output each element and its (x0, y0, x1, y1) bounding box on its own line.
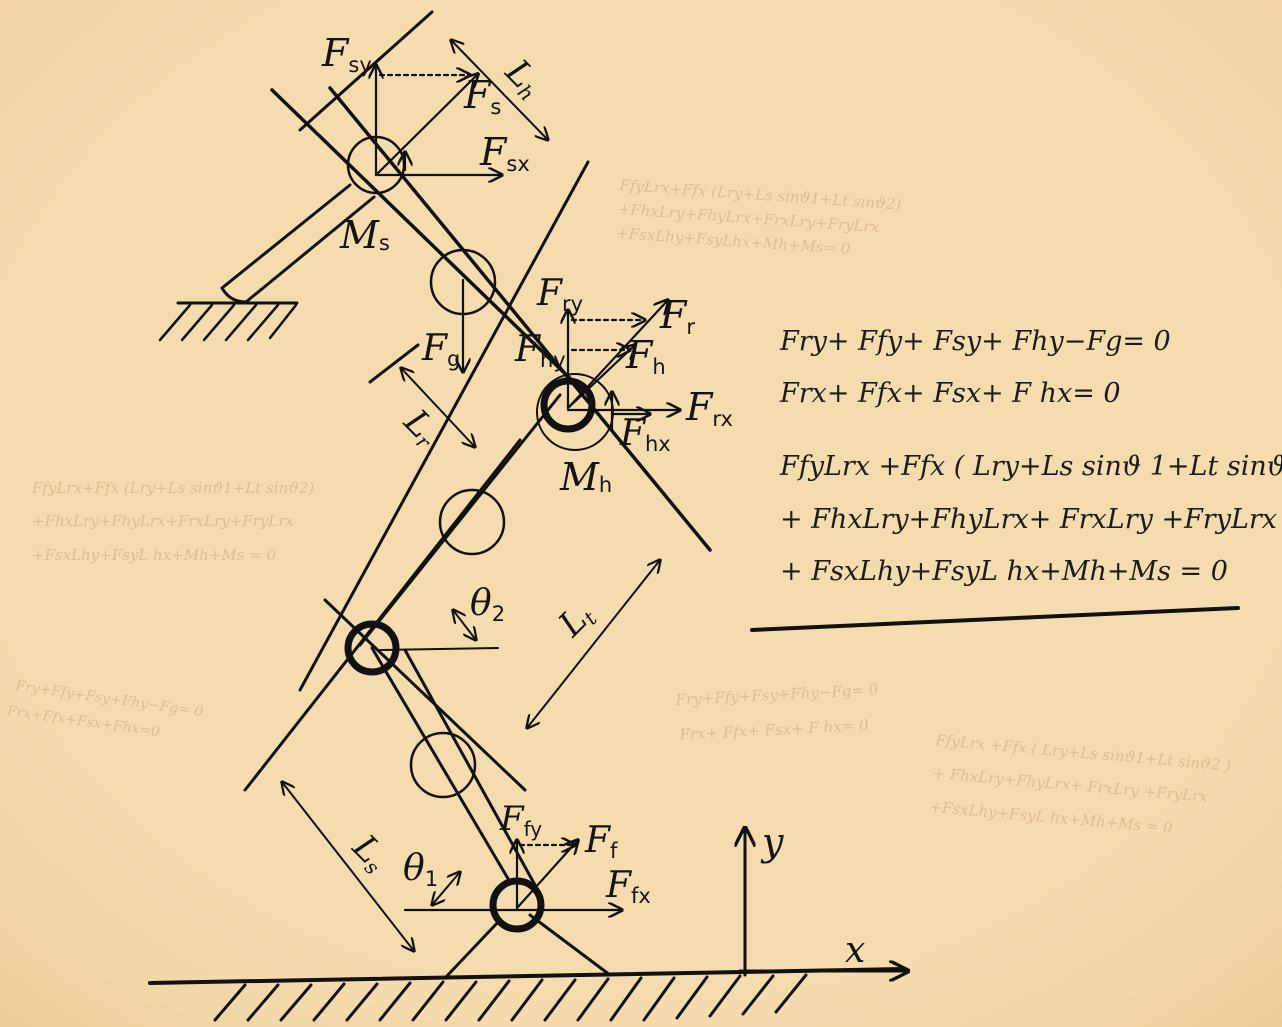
fhy-label: Fhy (514, 329, 566, 372)
fhx-label: Fhx (619, 413, 671, 456)
upper-cross-line (298, 10, 434, 132)
x-axis-label: x (845, 930, 865, 971)
coordinate-axes: y x (740, 820, 908, 975)
lr-dimension (401, 368, 475, 447)
support-hatching (158, 303, 298, 342)
moment-balance-line-1: FfyLrx +Ffx ( Lry+Ls sinϑ 1+Lt sinϑ 2 ) (779, 451, 1282, 482)
thigh-line-b (243, 438, 522, 792)
fsy-label: Fsy (321, 31, 372, 77)
moment-balance-line-2: + FhxLry+FhyLrx+ FrxLry +FryLrx (780, 504, 1277, 535)
fh-label: Fh (625, 333, 666, 379)
vertical-force-balance: Fry+ Ffy+ Fsy+ Fhy−Fg= 0 (779, 326, 1171, 357)
ms-label: Ms (339, 213, 390, 257)
frx-label: Frx (685, 385, 733, 431)
shank-line-a (370, 646, 512, 884)
shank-mass-circle (409, 731, 477, 799)
knee-joint (344, 620, 400, 676)
ffy-label: Ffy (499, 799, 542, 841)
theta2-reference-line (379, 647, 499, 651)
faint-note: +FhxLry+FhyLrx+FrxLry+FryLrx (32, 512, 294, 530)
upper-support (158, 183, 376, 342)
lh-dimension (451, 40, 548, 140)
support-arm (220, 183, 376, 304)
lower-cross-line (368, 343, 420, 384)
theta2-arrow (453, 610, 476, 640)
lt-dimension (527, 560, 660, 728)
fs-label: Fs (463, 73, 501, 119)
dimension-arrows (282, 40, 660, 951)
y-axis-label: y (760, 820, 784, 864)
moment-balance-line-3: + FsxLhy+FsyL hx+Mh+Ms = 0 (780, 556, 1228, 587)
fr-label: Fr (659, 293, 695, 339)
faint-note: +FsxLhy+FsyL hx+Mh+Ms = 0 (32, 546, 277, 564)
equation-underline (750, 606, 1240, 632)
support-arm-end (220, 286, 248, 304)
ff-arrow (515, 840, 578, 910)
equilibrium-equations: Fry+ Ffy+ Fsy+ Fhy−Fg= 0 Frx+ Ffx+ Fsx+ … (750, 326, 1282, 632)
ground-hatching (213, 973, 808, 1022)
ls-dimension (282, 782, 414, 951)
foot-struts (443, 913, 612, 980)
theta1-label: θ1 (403, 848, 438, 891)
fsx-label: Fsx (479, 130, 530, 176)
horizontal-force-balance: Frx+ Ffx+ Fsx+ F hx= 0 (779, 378, 1121, 409)
theta1-arrow (432, 872, 460, 905)
fg-label: Fg (421, 328, 460, 371)
ffx-label: Ffx (605, 865, 651, 908)
mh-label: Mh (559, 455, 612, 499)
thigh-mass-circle (438, 488, 506, 556)
theta2-label: θ2 (470, 583, 505, 626)
ff-label: Ff (584, 820, 618, 863)
fh-arrow (566, 345, 635, 410)
faint-note: FfyLrx+Ffx (Lry+Ls sinϑ1+Lt sinϑ2) (31, 479, 314, 497)
shoulder-line-left (270, 88, 584, 392)
fry-label: Fry (536, 273, 583, 316)
faint-notes-left: FfyLrx+Ffx (Lry+Ls sinϑ1+Lt sinϑ2) +FhxL… (31, 479, 314, 564)
shoulder-line-right (328, 86, 712, 552)
